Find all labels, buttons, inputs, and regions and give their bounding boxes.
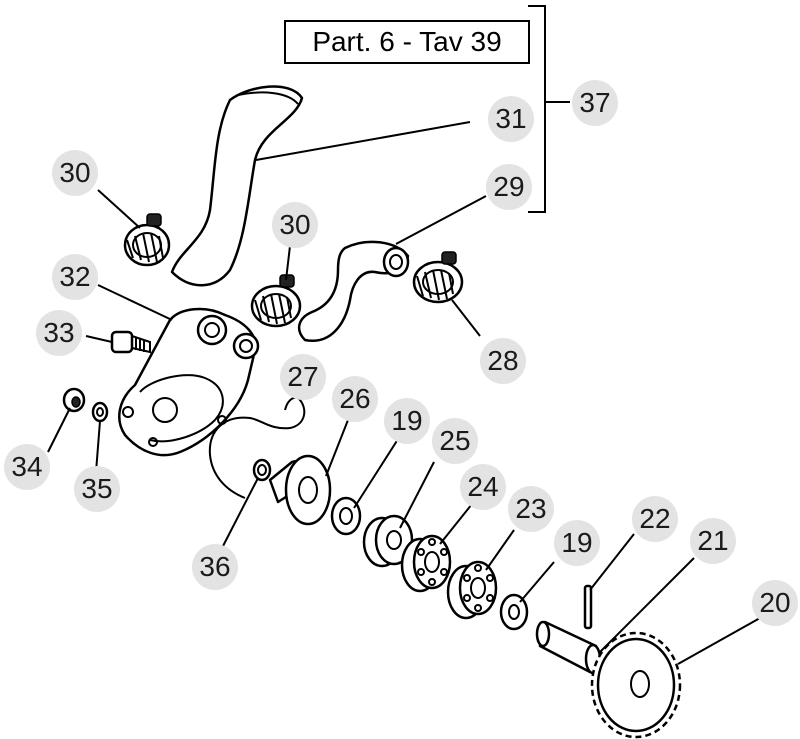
o-ring-36 (252, 458, 272, 482)
callout-37: 37 (572, 80, 618, 126)
callout-25: 25 (432, 418, 478, 464)
callout-22: 22 (632, 496, 678, 542)
callout-26: 26 (332, 376, 378, 422)
callout-27: 27 (280, 354, 326, 400)
callout-32: 32 (52, 254, 98, 300)
callout-29: 29 (486, 164, 532, 210)
seal-25 (362, 514, 414, 568)
callout-30: 30 (52, 150, 98, 196)
washer-19-upper (330, 496, 362, 536)
callout-19: 19 (554, 520, 600, 566)
group-bracket (528, 5, 546, 213)
callout-24: 24 (460, 464, 506, 510)
callout-21: 21 (690, 518, 736, 564)
bearing-24 (400, 534, 452, 593)
callout-28: 28 (480, 338, 526, 384)
hose-31 (170, 85, 304, 287)
pin-22 (583, 584, 593, 630)
screw-33 (110, 330, 151, 354)
shaft-21 (535, 620, 602, 675)
callout-20: 20 (752, 580, 798, 626)
callout-33: 33 (36, 310, 82, 356)
gear-20 (590, 631, 682, 739)
hose-29 (297, 240, 410, 343)
impeller-26 (268, 454, 332, 526)
leader-lines (47, 121, 761, 665)
callout-35: 35 (74, 466, 120, 512)
pump-cover-32 (118, 307, 260, 457)
callout-30: 30 (272, 202, 318, 248)
hose-clamp-30-left (123, 213, 171, 267)
hose-clamp-30-center (250, 274, 302, 328)
hose-clamp-28 (412, 251, 464, 304)
washer-35 (91, 401, 109, 423)
callout-19: 19 (384, 398, 430, 444)
reference-label: Part. 6 - Tav 39 (284, 20, 530, 64)
callout-36: 36 (192, 544, 238, 590)
nut-34 (62, 387, 86, 413)
bearing-23 (446, 560, 498, 620)
washer-19-lower (499, 593, 529, 631)
callout-23: 23 (508, 486, 554, 532)
callout-31: 31 (488, 96, 534, 142)
callout-34: 34 (4, 444, 50, 490)
